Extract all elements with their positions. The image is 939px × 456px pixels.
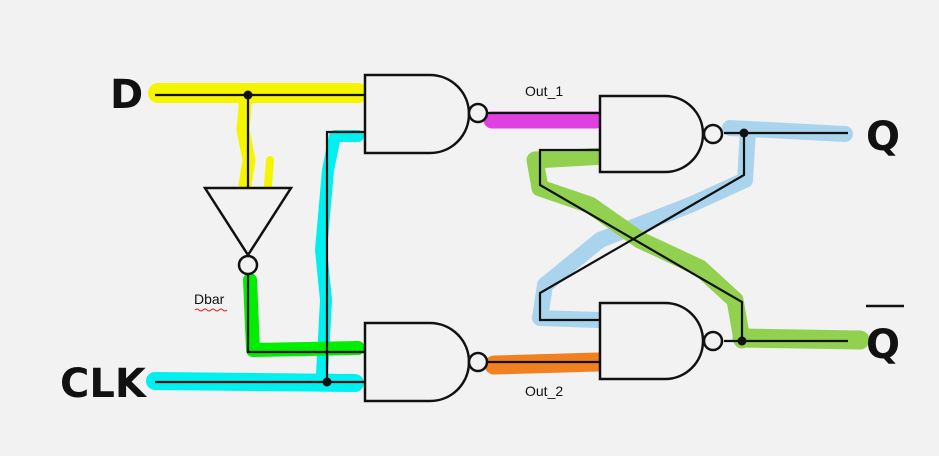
nand-gate-2-body bbox=[363, 321, 471, 403]
qbar-label: Q bbox=[866, 322, 900, 368]
q-label: Q bbox=[866, 114, 900, 160]
dbar-wire-highlight bbox=[243, 273, 365, 357]
clk-junction bbox=[322, 377, 332, 387]
nand-gate-4-body bbox=[598, 301, 705, 381]
not-gate-bubble bbox=[237, 254, 259, 276]
nand-gate-2-bubble bbox=[467, 351, 489, 373]
out2-label: Out_2 bbox=[525, 383, 563, 399]
qbar-feedback-wire bbox=[538, 148, 744, 341]
dbar-wire bbox=[246, 275, 365, 354]
q-feedback-wire bbox=[538, 133, 746, 322]
d-junction bbox=[243, 90, 253, 100]
out1-label: Out_1 bbox=[525, 83, 563, 99]
nand-gate-1-bubble bbox=[467, 102, 489, 124]
nand-gate-3 bbox=[598, 94, 724, 174]
d-label: D bbox=[110, 72, 143, 118]
spellcheck-underline bbox=[194, 308, 228, 312]
clk-branch-highlight bbox=[315, 130, 364, 381]
d-branch-highlight-2 bbox=[264, 156, 274, 190]
dbar-highlight bbox=[243, 273, 365, 357]
nand-gate-4-bubble bbox=[702, 330, 724, 352]
nand-gate-2 bbox=[363, 321, 489, 403]
not-gate-body bbox=[202, 186, 294, 258]
nand-gate-4 bbox=[598, 301, 724, 381]
qbar-output-highlight bbox=[732, 328, 870, 350]
wires bbox=[155, 93, 848, 384]
junctions bbox=[243, 90, 749, 387]
nand-gate-3-body bbox=[598, 94, 705, 174]
not-gate bbox=[202, 186, 294, 276]
clk-branch-wire bbox=[325, 130, 365, 382]
nand-gate-3-bubble bbox=[702, 123, 724, 145]
q-junction bbox=[739, 128, 749, 138]
dbar-label: Dbar bbox=[194, 291, 225, 307]
qbar-junction bbox=[737, 336, 747, 346]
nand-gate-1 bbox=[363, 73, 489, 155]
clk-label: CLK bbox=[60, 361, 148, 407]
nand-gate-1-body bbox=[363, 73, 471, 155]
